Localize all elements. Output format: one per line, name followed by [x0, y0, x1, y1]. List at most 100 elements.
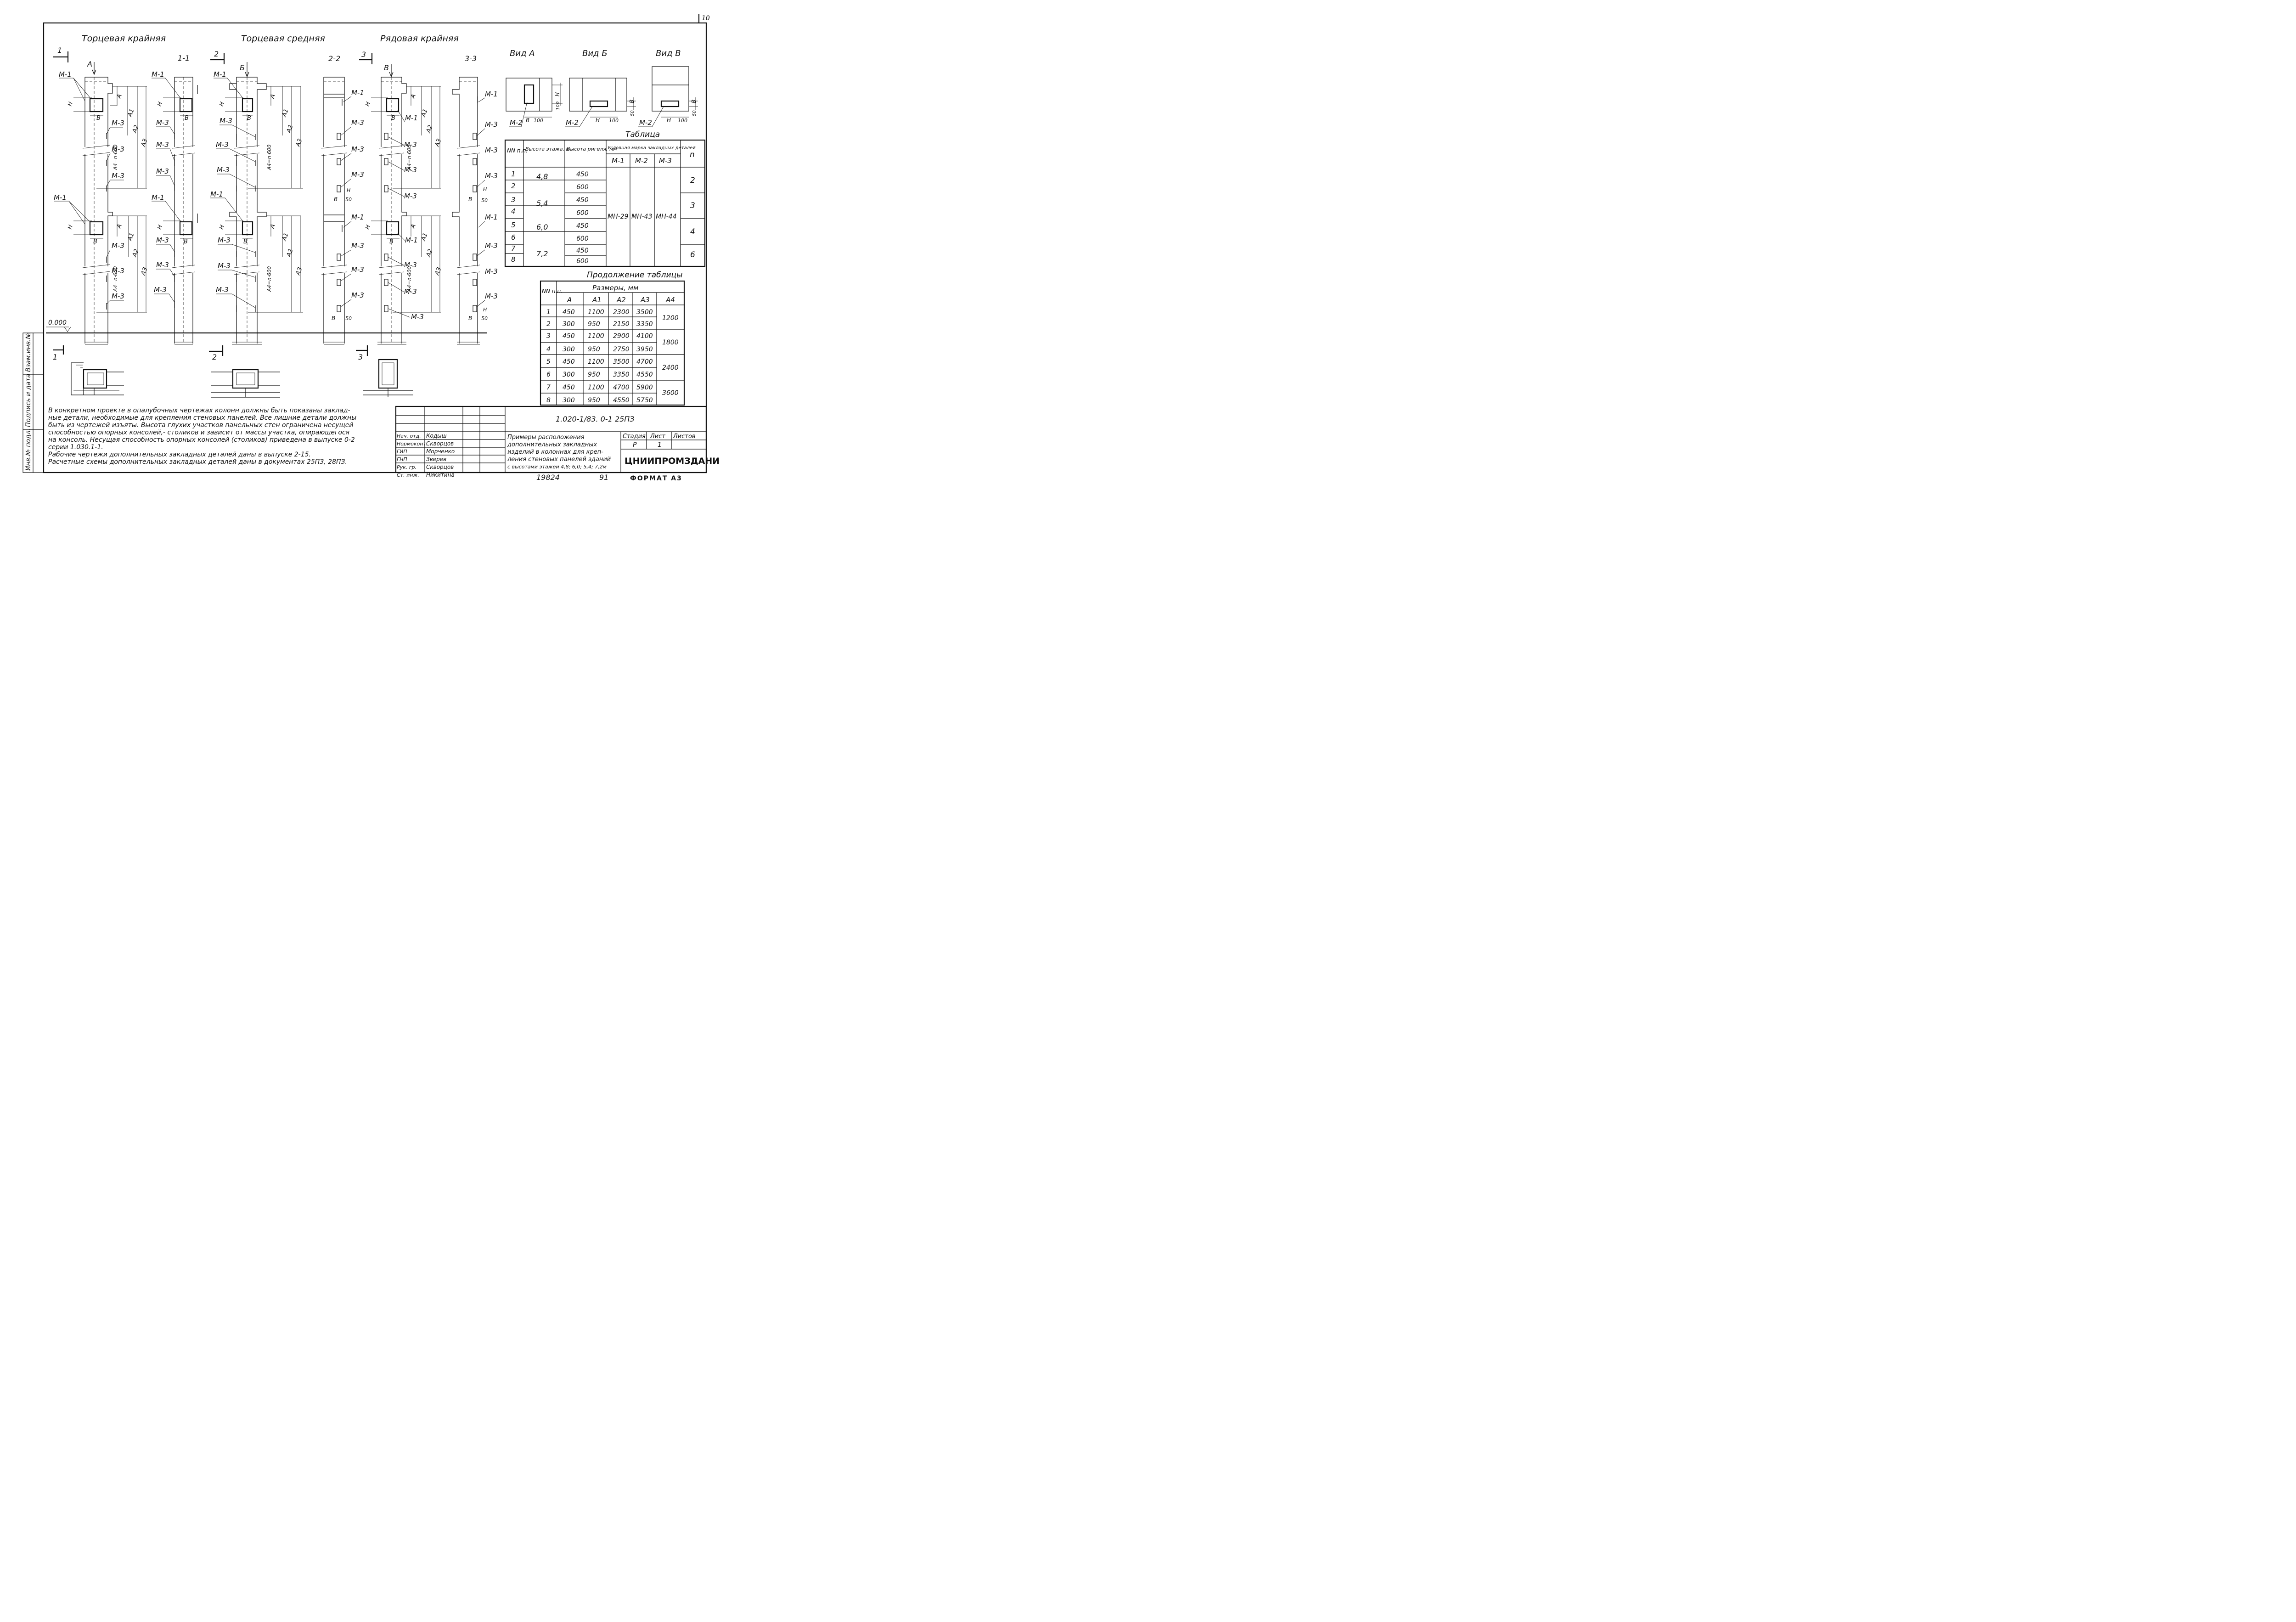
note-line: В конкретном проекте в опалубочных черте…: [48, 407, 350, 414]
t2-nn: 5: [546, 358, 551, 366]
dim-b: В: [185, 115, 189, 122]
label-m3: М-3: [485, 242, 498, 250]
dim-a4: А4=n·600: [113, 145, 118, 170]
table1-title: Таблица: [625, 130, 660, 139]
t2-a: 300: [563, 321, 575, 328]
desc-line: Примеры расположения: [507, 434, 585, 441]
staff-role: Рук. гр.: [397, 464, 416, 470]
column-section-3-3: М-1 М-3 М-3 М-3 Н В 50 М-1 М-3 М-3 М-3 Н…: [452, 77, 498, 345]
label-m3: М-3: [485, 120, 498, 129]
t2-nn: 6: [546, 371, 551, 378]
t2-h-group: Размеры, мм: [592, 284, 638, 292]
dim-a3: А3: [140, 266, 149, 276]
plan-section-3: 3: [356, 345, 413, 397]
t1-nn: 3: [511, 196, 516, 204]
view-a-100v: 100: [556, 101, 561, 110]
t2-nn: 1: [546, 309, 551, 316]
dim-50: 50: [481, 197, 488, 203]
dim-h: Н: [364, 101, 371, 107]
section-mark-2-2: 2-2: [328, 54, 340, 63]
dim-h: Н: [483, 186, 487, 192]
t2-a4: 1200: [662, 315, 679, 322]
t1-h-m1: М-1: [612, 157, 625, 165]
title-end-extreme: Торцевая крайняя: [82, 34, 166, 44]
label-m3: М-3: [217, 166, 230, 174]
label-m1: М-1: [485, 213, 498, 221]
plan-mark-1: 1: [53, 353, 57, 361]
dim-50: 50: [345, 197, 352, 203]
dim-b: В: [184, 238, 188, 245]
footer-format: ФОРМАТ А3: [630, 475, 682, 482]
dim-h: Н: [218, 224, 225, 230]
view-v-50: 50: [692, 110, 697, 116]
t2-nn: 4: [546, 346, 551, 353]
label-m3: М-3: [351, 145, 364, 153]
note-line: быть из чертежей изъяты. Высота глухих у…: [48, 422, 353, 429]
footer-inv: 19824: [536, 473, 560, 482]
t2-a: 300: [563, 397, 575, 404]
t2-a2: 4550: [613, 397, 630, 404]
t1-nn: 4: [511, 207, 516, 215]
t1-mark-m1: МН-29: [608, 213, 629, 220]
title-block: 1.020-1/83. 0-1 25ПЗ Нач. отд.КодышНормо…: [395, 406, 720, 478]
label-m3: М-3: [351, 291, 364, 299]
t1-mark-m2: МН-43: [631, 213, 652, 220]
dim-50: 50: [481, 315, 488, 321]
t1-nn: 2: [511, 182, 516, 190]
t2-a1: 950: [588, 371, 600, 378]
label-m3: М-3: [485, 172, 498, 180]
dim-h: Н: [364, 224, 371, 230]
t2-h-a: А: [567, 296, 572, 304]
t2-a4: 2400: [662, 364, 679, 372]
strip-replace: Взам.инв.№: [25, 332, 32, 372]
label-m3: М-3: [156, 261, 169, 269]
label-m3: М-3: [218, 262, 231, 270]
dim-a4: А4=n·600: [266, 266, 272, 292]
dim-a: А: [409, 93, 417, 100]
t2-h-a3: А3: [640, 296, 650, 304]
t1-nn: 6: [511, 233, 516, 242]
dim-b: В: [93, 238, 97, 245]
dim-a: А: [115, 223, 123, 230]
t1-h-n: n: [690, 150, 695, 159]
staff-role: Нормоконт.: [397, 441, 428, 447]
label-m3: М-3: [485, 292, 498, 300]
view-v-h: Н: [667, 117, 671, 124]
staff-role: ГНП: [397, 456, 407, 462]
view-b-title: Вид Б: [582, 49, 608, 58]
t1-nn: 5: [511, 221, 516, 229]
label-m1: М-1: [152, 70, 164, 79]
t1-floor: 7,2: [536, 249, 548, 258]
dim-h: Н: [218, 101, 225, 107]
callouts-column-1: М-1 М-3 М-3 М-3 М-1 М-3 М-3 М-3: [54, 70, 124, 304]
left-strip: Инв.№ подл. Подпись и дата Взам.инв.№: [23, 332, 44, 473]
zero-level: 0.000: [48, 319, 67, 327]
label-m1: М-1: [152, 193, 164, 202]
plan-section-1: 1: [53, 345, 124, 395]
label-m3: М-3: [156, 167, 169, 175]
t2-a1: 1100: [588, 309, 604, 316]
t1-h-floor: Высота этажа, м: [525, 146, 570, 152]
view-a-100: 100: [534, 118, 543, 124]
sheets-label: Листов: [673, 433, 696, 440]
label-m3: М-3: [404, 287, 417, 296]
label-m3: М-3: [154, 286, 167, 294]
dim-h: Н: [67, 224, 74, 230]
desc-line: дополнительных закладных: [507, 441, 597, 448]
t2-a2: 4700: [613, 384, 630, 391]
t1-nn: 1: [511, 170, 516, 178]
view-b-h: Н: [596, 117, 600, 124]
staff-name: Кодыш: [426, 433, 447, 439]
t2-a1: 1100: [588, 384, 604, 391]
label-m3: М-3: [485, 146, 498, 154]
t2-a1: 1100: [588, 332, 604, 340]
t1-floor: 6,0: [536, 223, 548, 231]
t2-h-a1: А1: [592, 296, 602, 304]
t1-girder: 450: [576, 171, 589, 178]
sheet-value: 1: [658, 441, 662, 449]
dim-a: А: [115, 93, 123, 100]
staff-role: ГИП: [397, 449, 407, 455]
staff-name: Морченко: [426, 448, 455, 455]
label-m1: М-1: [485, 90, 498, 98]
label-m3: М-3: [404, 166, 417, 174]
